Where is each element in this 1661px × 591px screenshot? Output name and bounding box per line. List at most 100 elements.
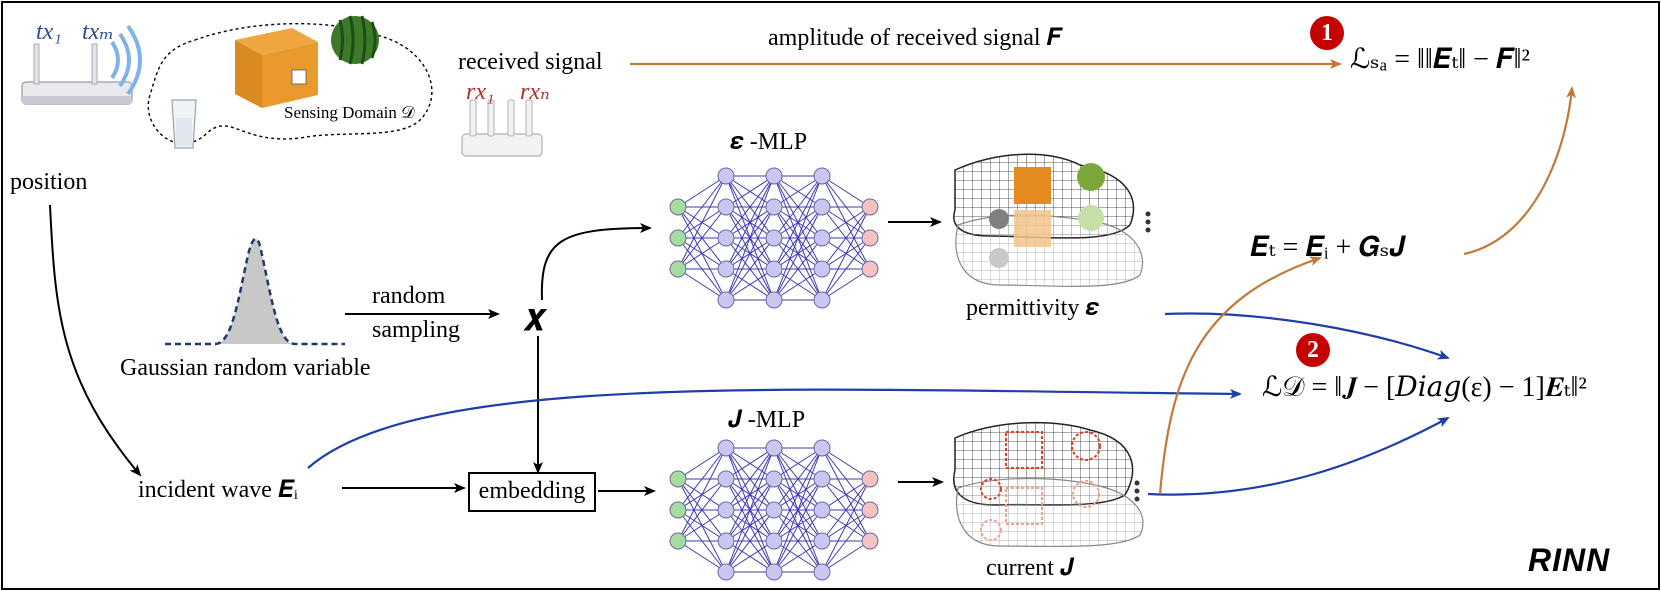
mlp-edge — [677, 175, 727, 239]
mlp-node — [813, 563, 831, 581]
arrow-current-to-total-field — [1158, 256, 1322, 495]
arrow-current-to-loss-d — [1147, 417, 1450, 496]
mlp-node — [717, 532, 735, 550]
mlp-edge — [677, 447, 727, 542]
tx1-label: tx₁ — [36, 19, 62, 45]
mlp-edge — [773, 175, 823, 208]
mlp-edge — [821, 509, 871, 573]
sensing-domain-label: Sensing Domain 𝒟 — [284, 103, 415, 122]
mlp-node — [669, 501, 687, 519]
mlp-node — [861, 470, 879, 488]
mlp-edge — [725, 175, 775, 239]
mlp-node — [717, 229, 735, 247]
mlp-node — [669, 198, 687, 216]
mlp-edge — [773, 175, 823, 270]
mlp-edge — [773, 268, 823, 301]
embedding-label: embedding — [478, 478, 586, 504]
loss-d-equation: ℒ𝒟 = ‖𝑱 − [𝐷𝑖𝑎𝑔(ε) − 1]𝑬ₜ‖² — [1262, 372, 1587, 403]
position-label: position — [10, 169, 88, 195]
box-icon — [235, 28, 318, 108]
mlp-edge — [677, 206, 727, 270]
x-symbol: 𝑿 — [524, 306, 546, 337]
mlp-node — [861, 198, 879, 216]
mlp-edge — [773, 175, 823, 239]
mlp-node — [765, 167, 783, 185]
mlp-edge — [821, 206, 871, 301]
mlp-edge — [677, 175, 727, 270]
mlp-node — [813, 532, 831, 550]
permittivity-label: permittivity 𝜺 — [966, 295, 1100, 321]
received-signal-label: received signal — [458, 49, 603, 75]
current-map — [953, 421, 1144, 548]
mlp-edge — [821, 478, 871, 511]
mlp-node — [861, 532, 879, 550]
mlp-node — [813, 501, 831, 519]
mlp-node — [765, 291, 783, 309]
arrow-x-to-eps-mlp — [540, 223, 652, 301]
mlp-node — [669, 260, 687, 278]
mlp-edge — [821, 540, 871, 573]
mlp-edge — [725, 175, 775, 301]
badge-two: 2 — [1296, 333, 1330, 367]
mlp-edge — [773, 447, 823, 511]
mlp-node — [765, 501, 783, 519]
mlp-node — [717, 291, 735, 309]
rinn-watermark: RINN — [1528, 542, 1611, 578]
mlp-node — [765, 470, 783, 488]
watermelon-icon — [331, 15, 379, 65]
eps-mlp-label: 𝜺 -MLP — [730, 129, 808, 155]
mlp-edge — [773, 206, 823, 301]
mlp-edge — [677, 237, 727, 270]
mlp-node — [717, 260, 735, 278]
mlp-edge — [725, 175, 775, 208]
mlp-edge — [725, 540, 775, 573]
mlp-edge — [725, 447, 775, 511]
mlp-node — [717, 439, 735, 457]
gaussian-curve — [165, 237, 345, 346]
total-field-equation: 𝑬ₜ = 𝑬ᵢ + 𝑮ₛ𝑱 — [1250, 232, 1406, 263]
mlp-node — [813, 260, 831, 278]
mlp-edge — [677, 175, 727, 208]
mlp-edge — [725, 206, 775, 301]
mlp-edge — [773, 509, 823, 573]
mlp-node — [717, 501, 735, 519]
mlp-edge — [725, 237, 775, 301]
j-mlp-network — [669, 439, 879, 581]
glass-icon — [171, 99, 197, 149]
amplitude-label: amplitude of received signal 𝑭 — [768, 25, 1062, 51]
permittivity-map — [953, 153, 1151, 288]
j-mlp-label: 𝑱 -MLP — [728, 407, 806, 433]
mlp-edge — [677, 447, 727, 480]
mlp-node — [813, 470, 831, 488]
arrow-incident-to-loss-d — [307, 388, 1242, 469]
mlp-edge — [821, 206, 871, 270]
mlp-node — [813, 198, 831, 216]
receiver-router-icon — [461, 99, 543, 157]
mlp-node — [813, 291, 831, 309]
mlp-node — [765, 563, 783, 581]
mlp-edge — [773, 447, 823, 542]
mlp-node — [765, 532, 783, 550]
mlp-node — [669, 532, 687, 550]
mlp-node — [861, 501, 879, 519]
txm-label: txₘ — [82, 19, 115, 45]
arrow-permittivity-to-loss-d — [1164, 312, 1450, 360]
incident-wave-label: incident wave 𝑬ᵢ — [138, 477, 298, 503]
mlp-node — [813, 439, 831, 457]
mlp-node — [861, 260, 879, 278]
wifi-waves-icon — [110, 24, 142, 96]
transmitter-router-icon — [21, 43, 133, 105]
mlp-edge — [821, 175, 871, 208]
arrow-total-field-to-loss-sa — [1463, 86, 1577, 256]
mlp-edge — [677, 509, 727, 542]
mlp-edge — [677, 540, 727, 573]
mlp-edge — [821, 206, 871, 239]
mlp-node — [765, 260, 783, 278]
rx1-label: rx₁ — [466, 79, 495, 105]
mlp-node — [765, 439, 783, 457]
mlp-edge — [725, 268, 775, 301]
mlp-edge — [821, 237, 871, 301]
